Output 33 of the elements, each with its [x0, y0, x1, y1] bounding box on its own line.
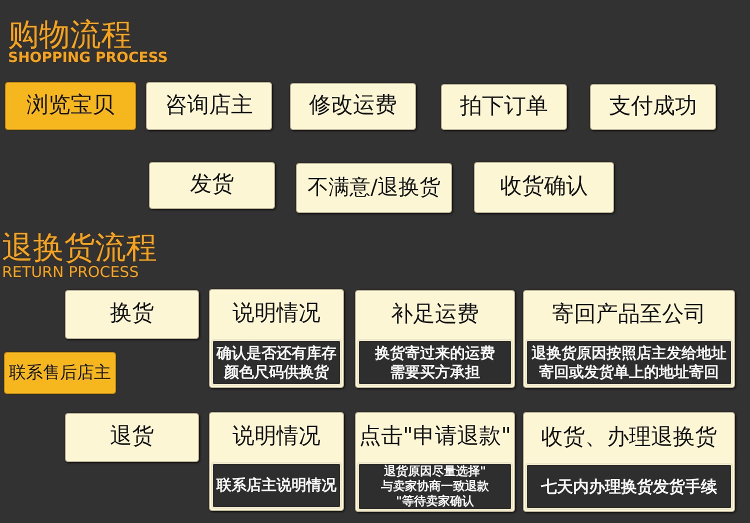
step-card	[355, 290, 515, 388]
step-box: 咨询店主	[146, 82, 272, 130]
step-box: 拍下订单	[441, 84, 567, 130]
step-card	[209, 289, 344, 388]
step-box: 修改运费	[290, 83, 416, 130]
step-note-panel: 七天内办理换货发货手续	[525, 463, 733, 510]
step-note-panel: 换货寄过来的运费需要买方承担	[357, 339, 513, 386]
step-note-panel: 联系店主说明情况	[211, 462, 342, 509]
step-title: 收货、办理退换货	[541, 426, 717, 450]
step-title: 寄回产品至公司	[552, 302, 706, 328]
step-title: 说明情况	[232, 425, 320, 450]
step-box: 不满意/退换货	[296, 163, 452, 213]
step-title: 说明情况	[232, 302, 320, 327]
section-title: 退换货流程	[2, 233, 157, 264]
step-box: 支付成功	[590, 84, 716, 130]
section-subtitle: SHOPPING PROCESS	[8, 51, 168, 65]
step-card	[355, 412, 515, 512]
highlighted-step-box: 浏览宝贝	[5, 82, 136, 130]
step-box: 退货	[65, 413, 199, 462]
step-title: 点击"申请退款"	[358, 425, 512, 450]
section-title: 购物流程	[8, 20, 132, 51]
step-card	[523, 290, 735, 388]
step-card	[209, 412, 344, 511]
step-note-panel: 确认是否还有库存颜色尺码供换货	[211, 339, 342, 386]
step-note-panel: 退货原因尽量选择" 与卖家协商一致退款 "等待卖家确认	[357, 462, 513, 511]
step-box: 换货	[65, 290, 199, 339]
step-card	[523, 412, 735, 512]
step-box: 发货	[149, 162, 275, 209]
step-box: 收货确认	[474, 162, 614, 213]
section-subtitle: RETURN PROCESS	[2, 265, 139, 280]
step-title: 补足运费	[391, 302, 479, 328]
step-note-panel: 退换货原因按照店主发给地址寄回或发货单上的地址寄回	[525, 339, 733, 386]
highlighted-step-box: 联系售后店主	[4, 352, 116, 394]
